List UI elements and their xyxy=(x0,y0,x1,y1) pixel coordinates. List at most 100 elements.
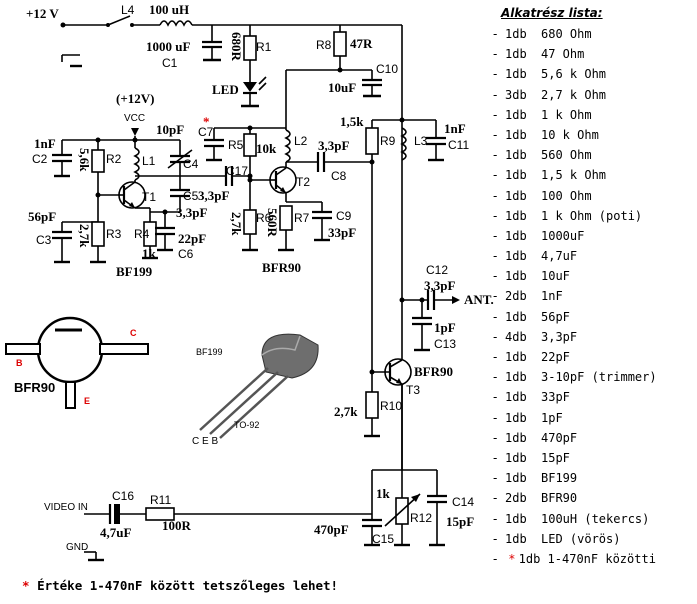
r10-value: 2,7k xyxy=(334,404,358,419)
r3-value: 2,7k xyxy=(77,224,92,248)
r8-value: 47R xyxy=(350,36,373,51)
c1-value: 1000 uF xyxy=(146,39,190,54)
parts-desc: 10 k Ohm xyxy=(541,127,599,142)
r5-label: R5 xyxy=(228,138,244,152)
r9-value: 1,5k xyxy=(340,114,364,129)
list-dash: - xyxy=(493,188,498,203)
footnote: * Értéke 1-470nF között tetszőleges lehe… xyxy=(22,578,338,593)
r3-label: R3 xyxy=(106,227,122,241)
vcc-pin-label: VCC xyxy=(124,113,145,124)
list-dash: - xyxy=(493,27,498,41)
list-dash: - xyxy=(493,289,498,304)
r12-label: R12 xyxy=(410,511,432,525)
parts-qty: 1db xyxy=(505,370,527,385)
parts-desc: 15pF xyxy=(541,450,570,465)
r10-label: R10 xyxy=(380,399,402,413)
c16-label: C16 xyxy=(112,489,134,503)
parts-list-last-text: 1db 1-470nF közötti xyxy=(518,551,656,566)
list-dash: - xyxy=(493,107,498,122)
list-dash: - xyxy=(493,148,498,163)
parts-qty: 1db xyxy=(505,390,527,405)
parts-desc: 47 Ohm xyxy=(541,47,585,62)
parts-qty: 1db xyxy=(505,27,527,41)
parts-qty: 1db xyxy=(505,309,527,324)
parts-desc: 100uH (tekercs) xyxy=(541,511,650,526)
c10-value: 10uF xyxy=(328,80,356,95)
parts-qty: 1db xyxy=(505,208,527,223)
parts-list-item: -1db 680 Ohm xyxy=(493,24,693,44)
video-input-section xyxy=(84,469,447,562)
list-dash: - xyxy=(493,410,498,425)
parts-desc: 1 k Ohm xyxy=(541,107,592,122)
resistor-r1-led xyxy=(241,25,267,108)
list-dash: - xyxy=(493,127,498,142)
list-dash: - xyxy=(493,309,498,324)
l2-label: L2 xyxy=(294,134,308,148)
parts-desc: 560 Ohm xyxy=(541,148,592,163)
c13-value: 1pF xyxy=(434,320,456,335)
vcc-12v-label: (+12V) xyxy=(116,91,154,106)
c8-label: C8 xyxy=(331,169,347,183)
parts-desc: 56pF xyxy=(541,309,570,324)
parts-qty: 1db xyxy=(505,410,527,425)
parts-list-item: -1db 4,7uF xyxy=(493,246,693,266)
list-dash: - xyxy=(493,329,498,344)
bf199-package-label: TO-92 xyxy=(234,420,259,430)
l2-value: 10k xyxy=(256,141,277,156)
t2-type: BFR90 xyxy=(262,260,301,275)
c11-value: 1nF xyxy=(444,121,466,136)
r7-label: R7 xyxy=(294,211,310,225)
list-dash: - xyxy=(493,450,498,465)
r1-value: 680R xyxy=(229,32,244,62)
parts-desc: 4,7uF xyxy=(541,249,578,264)
list-dash: - xyxy=(493,491,498,506)
list-dash: - xyxy=(493,249,498,264)
c10-label: C10 xyxy=(376,62,398,76)
bf199-name: BF199 xyxy=(196,347,223,357)
c17-value: 3,3pF xyxy=(198,188,229,203)
c5-label: C5 xyxy=(183,189,199,203)
parts-desc: 1 k Ohm (poti) xyxy=(541,208,643,223)
c9-value: 33pF xyxy=(328,225,356,240)
list-dash: - xyxy=(493,87,498,102)
parts-qty: 2db xyxy=(505,491,527,506)
parts-desc: 680 Ohm xyxy=(541,27,592,41)
gnd-label: GND xyxy=(66,542,88,553)
parts-desc: 1nF xyxy=(541,289,563,304)
l4-value: 100 uH xyxy=(149,2,189,17)
list-dash: - xyxy=(493,511,498,526)
parts-qty: 1db xyxy=(505,249,527,264)
r12-value: 1k xyxy=(376,486,391,501)
parts-list-item: -1db 15pF xyxy=(493,448,693,468)
parts-qty: 1db xyxy=(505,450,527,465)
parts-list-title: Alkatrész lista: xyxy=(501,6,603,20)
c9-label: C9 xyxy=(336,209,352,223)
t3-type: BFR90 xyxy=(414,364,453,379)
c2-label: C2 xyxy=(32,152,48,166)
r4-label: R4 xyxy=(134,227,150,241)
ant-label: ANT. xyxy=(464,292,494,307)
parts-qty: 1db xyxy=(505,531,527,546)
bfr90-pinout xyxy=(5,316,149,409)
parts-desc: BFR90 xyxy=(541,491,578,506)
list-dash: - xyxy=(493,531,498,546)
parts-list-item: -1db 56pF xyxy=(493,307,693,327)
c15-value: 470pF xyxy=(314,522,349,537)
list-dash: - xyxy=(493,430,498,445)
c6-label: C6 xyxy=(178,247,194,261)
footnote-text: Értéke 1-470nF között tetszőleges lehet! xyxy=(37,578,339,593)
c16-value: 4,7uF xyxy=(100,525,131,540)
c5-value: 3,3pF xyxy=(176,205,207,220)
